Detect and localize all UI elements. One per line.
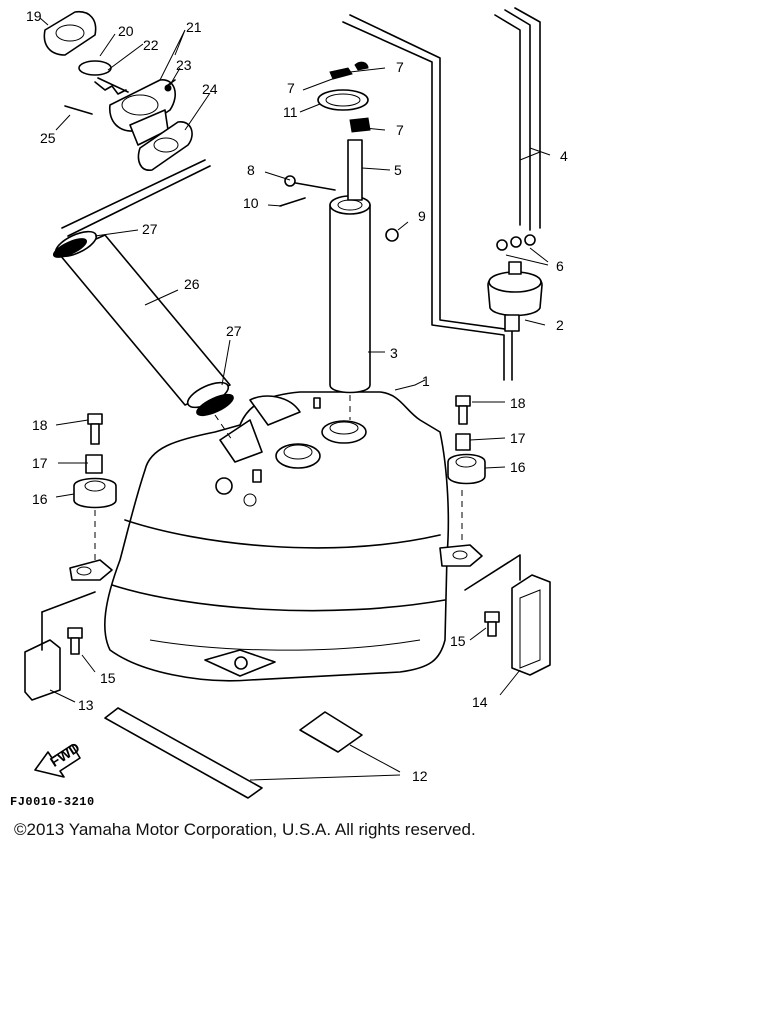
fuel-tank [69, 391, 483, 682]
callout-12: 12 [412, 768, 428, 784]
callout-22: 22 [143, 37, 159, 53]
diagram-code: FJ0010-3210 [10, 795, 95, 809]
callout-6: 6 [556, 258, 564, 274]
callout-16a: 16 [32, 491, 48, 507]
callout-8: 8 [247, 162, 255, 178]
callout-14: 14 [472, 694, 488, 710]
callout-23: 23 [176, 57, 192, 73]
callout-2: 2 [556, 317, 564, 333]
right-mount-parts [447, 395, 486, 545]
callout-16b: 16 [510, 459, 526, 475]
callout-27b: 27 [226, 323, 242, 339]
callout-25: 25 [40, 130, 56, 146]
callout-15a: 15 [100, 670, 116, 686]
fwd-arrow-icon: FWD [34, 739, 83, 778]
callout-13: 13 [78, 697, 94, 713]
fuel-filter [487, 261, 543, 332]
copyright-notice: ©2013 Yamaha Motor Corporation, U.S.A. A… [14, 820, 476, 839]
callout-7b: 7 [396, 59, 404, 75]
callout-10: 10 [243, 195, 259, 211]
callout-27a: 27 [142, 221, 158, 237]
filler-cap-assembly [43, 10, 193, 171]
callout-17a: 17 [32, 455, 48, 471]
fuel-tank-exploded-diagram: FWD 1 2 3 4 5 6 [24, 7, 568, 799]
callout-19: 19 [26, 8, 42, 24]
tank-straps [104, 707, 363, 799]
callout-9: 9 [418, 208, 426, 224]
callout-15b: 15 [450, 633, 466, 649]
callout-11: 11 [283, 104, 298, 120]
callout-3: 3 [390, 345, 398, 361]
callout-5: 5 [394, 162, 402, 178]
callout-24: 24 [202, 81, 218, 97]
left-bracket [24, 591, 96, 701]
callout-18b: 18 [510, 395, 526, 411]
filler-hose [52, 230, 234, 441]
callout-numbers: 1 2 3 4 5 6 7 7 7 8 9 10 11 12 13 14 15 … [26, 8, 568, 784]
callout-17b: 17 [510, 430, 526, 446]
callout-4: 4 [560, 148, 568, 164]
callout-18a: 18 [32, 417, 48, 433]
callout-7c: 7 [396, 122, 404, 138]
hose-band [317, 61, 371, 133]
callout-7a: 7 [287, 80, 295, 96]
callout-26: 26 [184, 276, 200, 292]
callout-1: 1 [422, 373, 430, 389]
pickup-pipe [279, 139, 399, 420]
leader-lines [39, 17, 551, 781]
right-bracket [464, 554, 551, 676]
callout-20: 20 [118, 23, 134, 39]
left-mount-parts [73, 413, 117, 560]
callout-21: 21 [186, 19, 202, 35]
